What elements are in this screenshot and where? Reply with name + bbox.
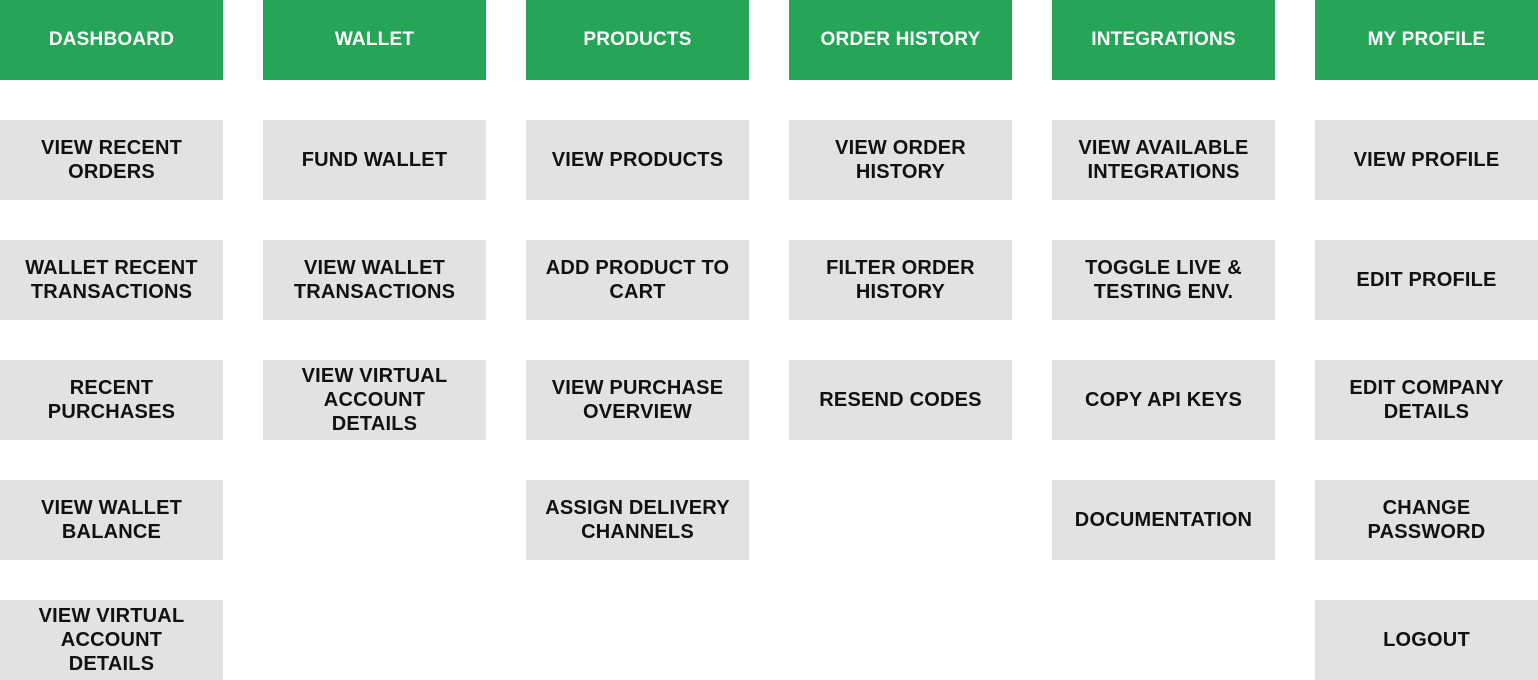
assign-delivery-channels-box[interactable]: ASSIGN DELIVERY CHANNELS — [526, 480, 749, 560]
view-profile-box[interactable]: VIEW PROFILE — [1315, 120, 1538, 200]
edit-profile-box[interactable]: EDIT PROFILE — [1315, 240, 1538, 320]
wallet-header[interactable]: WALLET — [263, 0, 486, 80]
fund-wallet-box[interactable]: FUND WALLET — [263, 120, 486, 200]
view-order-history-box[interactable]: VIEW ORDER HISTORY — [789, 120, 1012, 200]
edit-company-details-box[interactable]: EDIT COMPANY DETAILS — [1315, 360, 1538, 440]
toggle-live-testing-env-box[interactable]: TOGGLE LIVE & TESTING ENV. — [1052, 240, 1275, 320]
documentation-box[interactable]: DOCUMENTATION — [1052, 480, 1275, 560]
view-products-box[interactable]: VIEW PRODUCTS — [526, 120, 749, 200]
dashboard-header[interactable]: DASHBOARD — [0, 0, 223, 80]
logout-box[interactable]: LOGOUT — [1315, 600, 1538, 680]
view-recent-orders-box[interactable]: VIEW RECENT ORDERS — [0, 120, 223, 200]
view-wallet-transactions-box[interactable]: VIEW WALLET TRANSACTIONS — [263, 240, 486, 320]
integrations-header[interactable]: INTEGRATIONS — [1052, 0, 1275, 80]
order-history-header[interactable]: ORDER HISTORY — [789, 0, 1012, 80]
copy-api-keys-box[interactable]: COPY API KEYS — [1052, 360, 1275, 440]
wallet-recent-transactions-box[interactable]: WALLET RECENT TRANSACTIONS — [0, 240, 223, 320]
products-header[interactable]: PRODUCTS — [526, 0, 749, 80]
view-available-integrations-box[interactable]: VIEW AVAILABLE INTEGRATIONS — [1052, 120, 1275, 200]
recent-purchases-box[interactable]: RECENT PURCHASES — [0, 360, 223, 440]
my-profile-header[interactable]: MY PROFILE — [1315, 0, 1538, 80]
resend-codes-box[interactable]: RESEND CODES — [789, 360, 1012, 440]
view-purchase-overview-box[interactable]: VIEW PURCHASE OVERVIEW — [526, 360, 749, 440]
view-virtual-account-details-box[interactable]: VIEW VIRTUAL ACCOUNT DETAILS — [0, 600, 223, 680]
add-product-to-cart-box[interactable]: ADD PRODUCT TO CART — [526, 240, 749, 320]
wallet-view-virtual-account-details-box[interactable]: VIEW VIRTUAL ACCOUNT DETAILS — [263, 360, 486, 440]
view-wallet-balance-box[interactable]: VIEW WALLET BALANCE — [0, 480, 223, 560]
filter-order-history-box[interactable]: FILTER ORDER HISTORY — [789, 240, 1012, 320]
change-password-box[interactable]: CHANGE PASSWORD — [1315, 480, 1538, 560]
